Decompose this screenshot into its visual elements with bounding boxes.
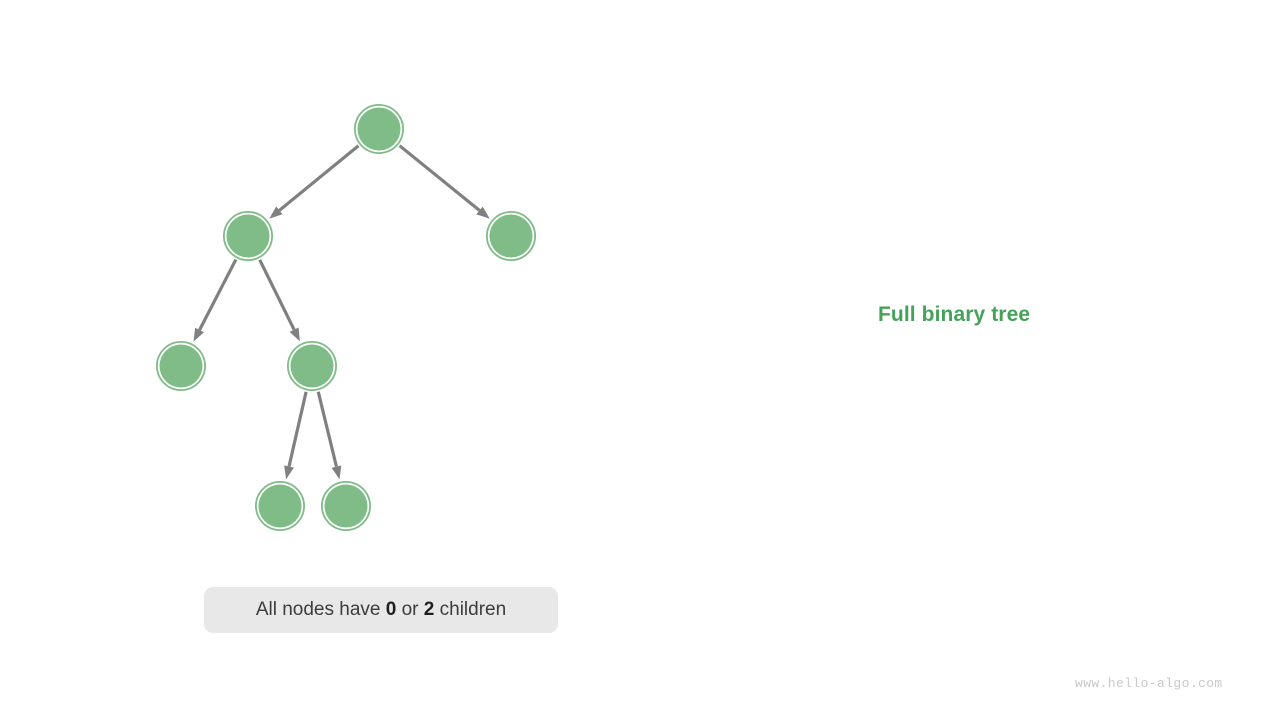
- node-fill: [357, 107, 401, 151]
- tree-node[interactable]: [155, 340, 206, 391]
- node-outer-ring: [155, 340, 206, 391]
- edge-arrowhead: [476, 206, 490, 219]
- node-fill: [324, 484, 368, 528]
- tree-node[interactable]: [353, 104, 404, 155]
- node-outer-ring: [222, 210, 273, 261]
- caption-bold-zero: 0: [385, 599, 397, 620]
- caption-bold-two: 2: [423, 599, 435, 620]
- tree-node[interactable]: [485, 210, 536, 261]
- diagram-title: Full binary tree: [878, 303, 1031, 326]
- node-fill: [258, 484, 302, 528]
- tree-edge: [198, 258, 238, 331]
- tree-node[interactable]: [320, 480, 371, 531]
- node-fill: [159, 344, 203, 388]
- tree-node[interactable]: [222, 210, 273, 261]
- edge-arrowhead: [269, 206, 283, 219]
- watermark: www.hello-algo.com: [1075, 676, 1223, 691]
- node-fill: [290, 344, 334, 388]
- node-layer: [155, 104, 536, 531]
- tree-node[interactable]: [286, 340, 337, 391]
- node-fill: [226, 214, 270, 258]
- edge-arrowhead: [331, 465, 342, 480]
- caption-prefix: All nodes have: [255, 599, 386, 620]
- tree-edge: [316, 391, 338, 468]
- tree-edge: [398, 144, 481, 212]
- tree-edge: [287, 391, 308, 467]
- tree-edge: [278, 144, 360, 212]
- edge-arrowhead: [284, 465, 294, 480]
- edge-arrowhead: [193, 327, 204, 342]
- caption-text: All nodes have 0 or 2 children: [256, 599, 506, 621]
- edge-layer: [193, 144, 490, 480]
- node-outer-ring: [353, 104, 404, 155]
- node-outer-ring: [254, 480, 305, 531]
- caption-middle: or: [396, 599, 424, 620]
- node-outer-ring: [320, 480, 371, 531]
- caption-box: All nodes have 0 or 2 children: [204, 587, 558, 633]
- tree-edge: [258, 259, 296, 331]
- edge-arrowhead: [289, 327, 300, 342]
- node-outer-ring: [485, 210, 536, 261]
- node-outer-ring: [286, 340, 337, 391]
- caption-suffix: children: [434, 599, 507, 620]
- tree-node[interactable]: [254, 480, 305, 531]
- node-fill: [489, 214, 533, 258]
